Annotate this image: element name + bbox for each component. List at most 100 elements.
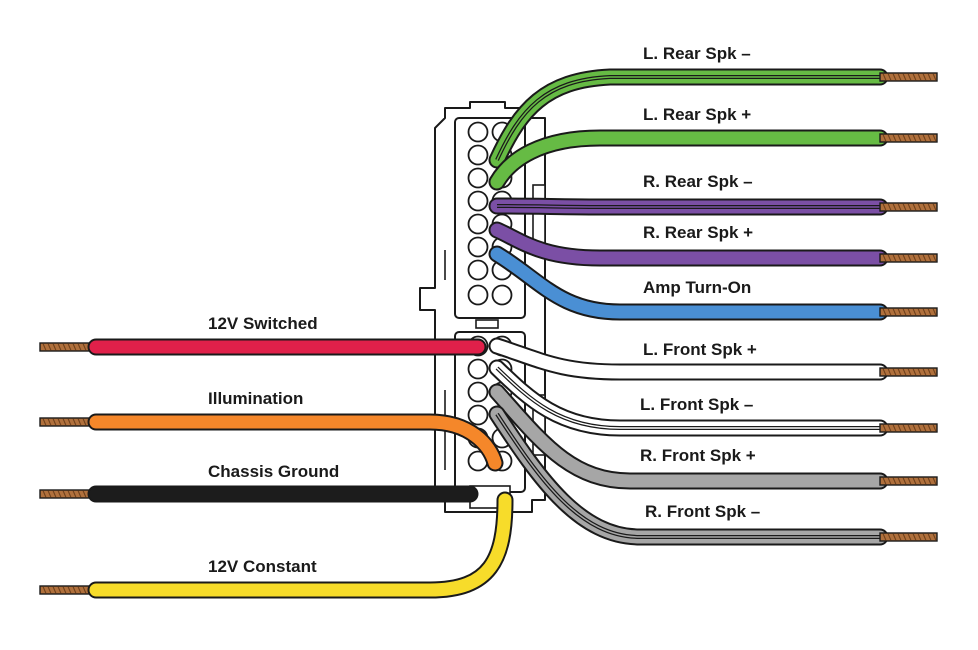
copper-twist [897, 254, 902, 262]
wire-right-8 [488, 383, 889, 490]
copper-twist [887, 424, 892, 432]
copper-core [879, 423, 938, 433]
copper-twist [77, 490, 82, 498]
copper-twist [902, 73, 907, 81]
copper-twist [57, 418, 62, 426]
copper-twist [902, 533, 907, 541]
copper-core [879, 72, 938, 82]
wire-label-right-9: R. Front Spk – [645, 502, 760, 521]
copper-twist [927, 254, 932, 262]
wire-right-1 [488, 68, 889, 169]
connector-latch [475, 319, 499, 329]
copper-twist [882, 368, 887, 376]
copper-twist [72, 490, 77, 498]
copper-twist [72, 418, 77, 426]
copper-twist [52, 490, 57, 498]
copper-twist [927, 308, 932, 316]
copper-twist [902, 203, 907, 211]
pin-cavity [467, 284, 489, 306]
copper-twist [882, 254, 887, 262]
copper-strand [879, 133, 938, 143]
copper-twist [922, 73, 927, 81]
copper-twist [892, 73, 897, 81]
wire-outline [87, 491, 514, 599]
copper-twist [72, 343, 77, 351]
copper-twist [52, 343, 57, 351]
copper-core [879, 307, 938, 317]
copper-twist [907, 73, 912, 81]
copper-twist [932, 368, 937, 376]
copper-twist [932, 134, 937, 142]
copper-twist [907, 134, 912, 142]
copper-twist [917, 134, 922, 142]
wire-label-left-2: Illumination [208, 389, 303, 408]
copper-twist [47, 418, 52, 426]
copper-twist [907, 203, 912, 211]
pin-cavity [467, 213, 489, 235]
pin-cavity [467, 236, 489, 258]
pin-cavity [467, 404, 489, 426]
copper-twist [62, 418, 67, 426]
copper-twist [887, 203, 892, 211]
copper-twist [882, 533, 887, 541]
copper-twist [72, 586, 77, 594]
pin-cavity [467, 167, 489, 189]
wire-label-left-4: 12V Constant [208, 557, 317, 576]
copper-twist [82, 418, 87, 426]
copper-twist [927, 424, 932, 432]
copper-twist [897, 308, 902, 316]
copper-twist [902, 424, 907, 432]
wire-stripe-core [496, 76, 880, 161]
copper-twist [912, 477, 917, 485]
wire-label-left-3: Chassis Ground [208, 462, 339, 481]
pin-cavity [467, 190, 489, 212]
copper-twist [897, 533, 902, 541]
copper-twist [932, 477, 937, 485]
copper-twist [932, 73, 937, 81]
wire-right-4 [488, 221, 889, 267]
copper-twist [912, 134, 917, 142]
copper-twist [887, 73, 892, 81]
copper-twist [897, 134, 902, 142]
copper-twist [917, 533, 922, 541]
copper-twist [927, 134, 932, 142]
copper-twist [882, 203, 887, 211]
wire-right-9 [488, 405, 889, 546]
copper-twist [907, 424, 912, 432]
copper-twist [907, 368, 912, 376]
wire-insulation [490, 385, 887, 488]
wire-insulation [490, 247, 887, 319]
copper-twist [907, 533, 912, 541]
copper-strand [879, 72, 938, 82]
copper-twist [67, 418, 72, 426]
copper-twist [927, 368, 932, 376]
copper-twist [902, 254, 907, 262]
copper-twist [917, 368, 922, 376]
copper-twist [897, 424, 902, 432]
wire-label-right-5: Amp Turn-On [643, 278, 751, 297]
copper-twist [67, 490, 72, 498]
copper-twist [892, 308, 897, 316]
pin-cavity [467, 381, 489, 403]
copper-twist [62, 586, 67, 594]
wire-right-3 [488, 197, 889, 216]
copper-core [879, 253, 938, 263]
copper-twist [882, 134, 887, 142]
copper-twist [882, 424, 887, 432]
copper-twist [67, 343, 72, 351]
wire-right-5 [488, 245, 889, 321]
wire-right-7 [488, 359, 889, 437]
copper-twist [902, 308, 907, 316]
wire-label-right-7: L. Front Spk – [640, 395, 753, 414]
copper-twist [892, 203, 897, 211]
copper-twist [892, 134, 897, 142]
copper-core [879, 476, 938, 486]
wire-label-right-4: R. Rear Spk + [643, 223, 753, 242]
copper-strand [879, 476, 938, 486]
copper-twist [922, 254, 927, 262]
copper-twist [917, 424, 922, 432]
copper-twist [912, 424, 917, 432]
copper-twist [52, 586, 57, 594]
copper-strand [879, 367, 938, 377]
